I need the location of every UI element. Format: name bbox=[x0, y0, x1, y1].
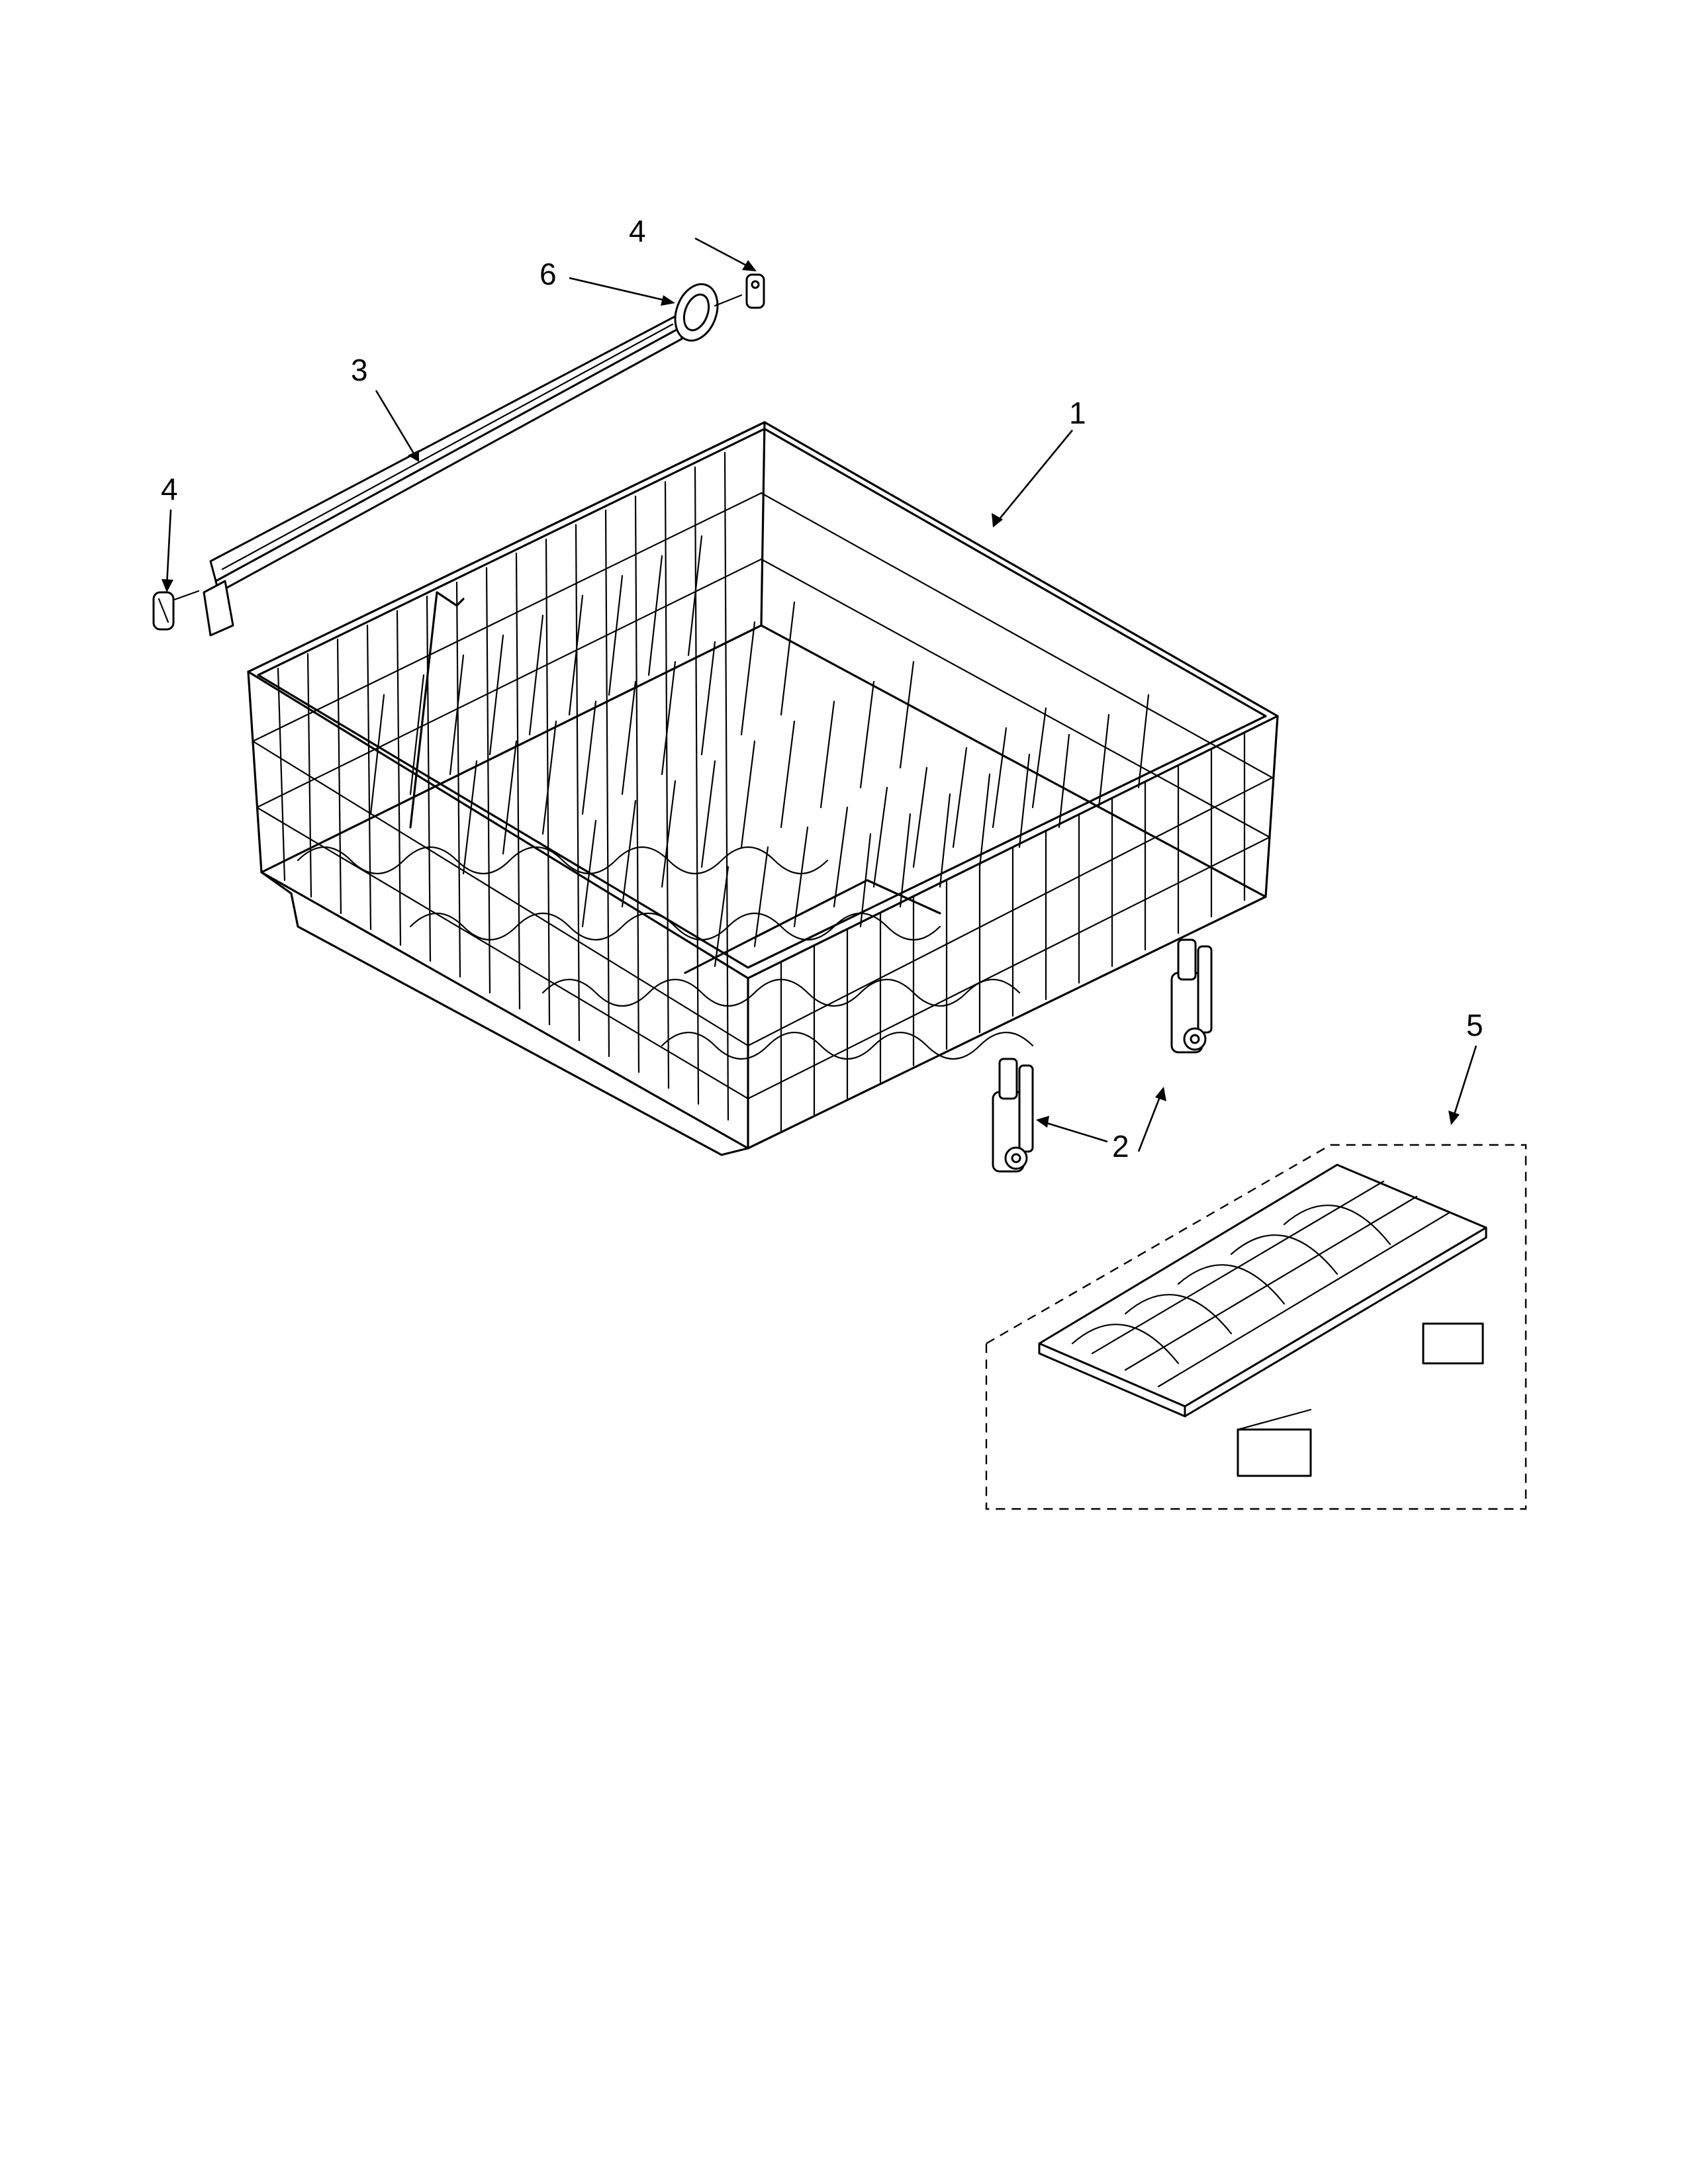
callout-3: 3 bbox=[351, 353, 368, 387]
rail-part bbox=[169, 315, 683, 637]
rail-end-cap-left bbox=[152, 591, 175, 631]
rack-wheel bbox=[674, 283, 719, 342]
rack-adjuster-left bbox=[992, 1058, 1034, 1173]
callout-4-left: 4 bbox=[161, 472, 178, 506]
rail-end-cap-right bbox=[745, 273, 765, 309]
callout-6: 6 bbox=[539, 257, 557, 291]
callout-4-top: 4 bbox=[629, 214, 646, 248]
upper-rack bbox=[247, 421, 1279, 1156]
callout-1: 1 bbox=[1069, 396, 1086, 430]
rack-side-wires-right bbox=[780, 731, 1246, 1133]
rack-adjuster-right bbox=[1170, 938, 1213, 1054]
rack-side-wires-left bbox=[277, 451, 729, 1121]
callout-2: 2 bbox=[1112, 1129, 1129, 1163]
rack-tines bbox=[297, 535, 1150, 1060]
shelf-kit bbox=[985, 1144, 1527, 1510]
callout-5: 5 bbox=[1466, 1008, 1483, 1042]
leader-lines bbox=[162, 237, 1477, 1152]
